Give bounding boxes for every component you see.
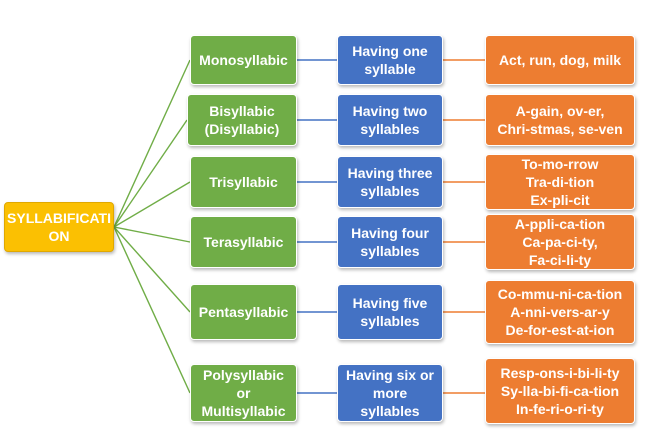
definition-monosyllabic: Having one syllable [337,35,443,85]
category-monosyllabic: Monosyllabic [190,35,297,85]
category-trisyllabic: Trisyllabic [190,156,297,208]
examples-polysyllabic: Resp-ons-i-bi-li-ty Sy-lla-bi-fi-ca-tion… [485,358,635,424]
definition-bisyllabic: Having two syllables [337,94,443,146]
definition-trisyllabic: Having three syllables [337,156,443,208]
examples-trisyllabic: To-mo-rrow Tra-di-tion Ex-pli-cit [485,154,635,210]
category-polysyllabic: Polysyllabic or Multisyllabic [190,364,297,422]
root-branch-line [113,226,191,243]
root-node: SYLLABIFICATI ON [4,202,114,252]
definition-terasyllabic: Having four syllables [337,216,443,268]
examples-terasyllabic: A-ppli-ca-tion Ca-pa-ci-ty, Fa-ci-li-ty [485,214,635,270]
definition-pentasyllabic: Having five syllables [337,284,443,340]
examples-bisyllabic: A-gain, ov-er, Chri-stmas, se-ven [485,94,635,146]
examples-pentasyllabic: Co-mmu-ni-ca-tion A-nni-vers-ar-y De-for… [485,280,635,344]
root-branch-line [113,119,188,228]
category-bisyllabic: Bisyllabic (Disyllabic) [187,94,297,146]
root-branch-line [113,226,191,394]
root-branch-line [113,59,191,228]
definition-polysyllabic: Having six or more syllables [337,364,443,422]
root-branch-line [113,181,191,228]
examples-monosyllabic: Act, run, dog, milk [485,35,635,85]
category-terasyllabic: Terasyllabic [190,216,297,268]
root-branch-line [113,226,191,313]
category-pentasyllabic: Pentasyllabic [190,284,297,340]
